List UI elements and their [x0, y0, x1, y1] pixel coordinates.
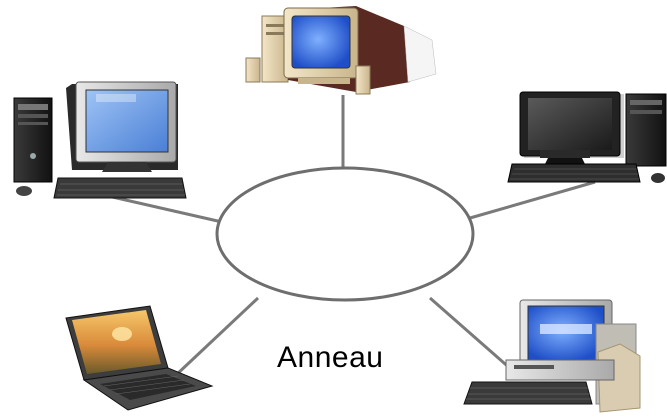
ring-ellipse: [215, 166, 475, 302]
link-upper-right: [469, 180, 596, 220]
topology-label: Anneau: [277, 341, 384, 374]
computer-top: [245, 6, 437, 95]
computer-upper-left: [13, 81, 187, 199]
computer-upper-right: [507, 91, 667, 183]
computer-lower-left: [65, 305, 214, 411]
link-lower-right: [429, 296, 513, 372]
link-lower-left: [173, 296, 260, 378]
computer-lower-right: [463, 299, 641, 413]
